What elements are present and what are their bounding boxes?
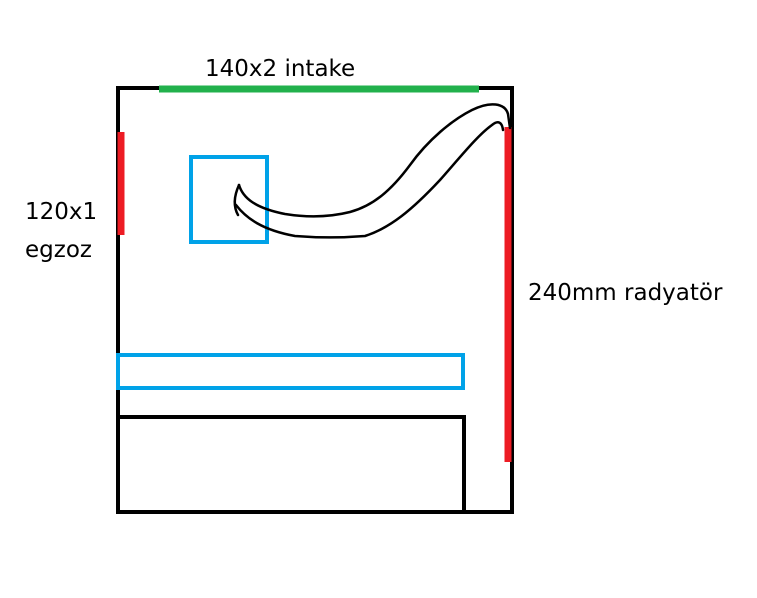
tube-upper bbox=[237, 103, 512, 218]
exhaust-label-line2: egzoz bbox=[25, 237, 92, 263]
cpu-block bbox=[189, 155, 269, 244]
psu-shroud bbox=[116, 415, 466, 514]
tube-end-hook bbox=[233, 183, 241, 217]
case-outline bbox=[116, 86, 514, 514]
gpu bbox=[116, 353, 465, 390]
intake-label: 140x2 intake bbox=[205, 56, 356, 82]
tube-lower bbox=[234, 121, 505, 239]
exhaust-label-line1: 120x1 bbox=[25, 199, 98, 225]
radiator-label: 240mm radyatör bbox=[528, 280, 723, 306]
